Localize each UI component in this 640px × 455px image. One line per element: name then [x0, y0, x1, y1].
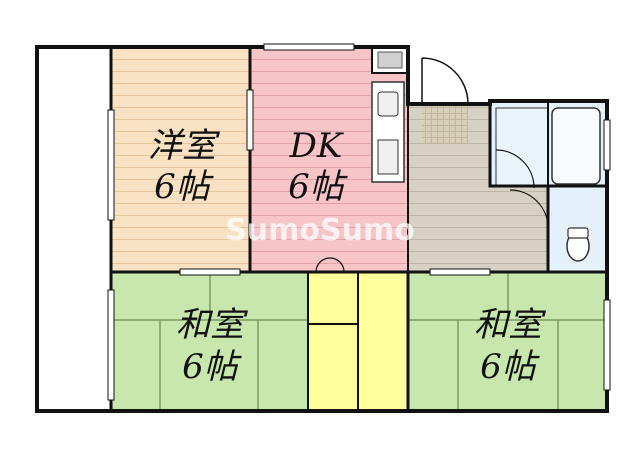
window-western — [107, 109, 115, 221]
dk-room-name: DK — [289, 126, 345, 166]
western-room — [111, 47, 250, 272]
kitchen-stove — [377, 139, 399, 175]
dk-door — [315, 257, 345, 273]
washbasin — [495, 107, 549, 187]
japanese-left-name: 和室 — [176, 305, 249, 345]
window-dk — [263, 43, 355, 51]
sliding-door-western — [246, 89, 254, 151]
sliding-door-right — [429, 268, 491, 276]
window-japanese-left — [107, 289, 115, 401]
western-room-size: 6帖 — [154, 167, 215, 207]
dk-room-size: 6帖 — [288, 167, 349, 207]
bath-door — [495, 149, 535, 189]
window-right — [603, 299, 611, 391]
closet-lower — [307, 323, 359, 412]
bathtub — [551, 107, 601, 185]
closet-upper — [307, 271, 359, 325]
balcony — [35, 45, 113, 413]
closet-right — [357, 271, 409, 412]
japanese-right-name: 和室 — [474, 305, 547, 345]
window-bath — [603, 119, 611, 171]
entrance-door — [421, 57, 469, 105]
entrance-floor — [422, 104, 468, 144]
japanese-left-size: 6帖 — [182, 347, 243, 387]
watermark: SumoSumo — [225, 213, 415, 248]
japanese-right-size: 6帖 — [480, 347, 541, 387]
western-room-name: 洋室 — [148, 126, 221, 166]
sliding-door-left — [179, 268, 241, 276]
kitchen-sink — [377, 91, 399, 117]
appliance-box — [377, 51, 403, 69]
